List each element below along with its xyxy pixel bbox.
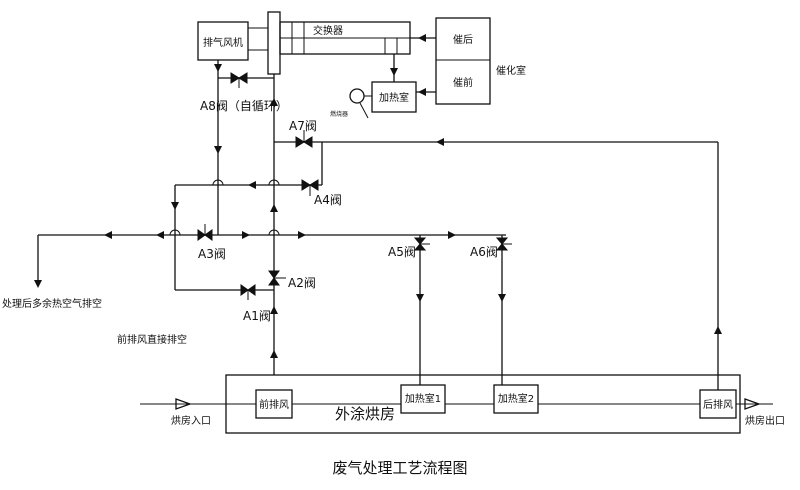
arrow-down-a6 [498,294,506,302]
cat-before-label: 催前 [453,76,473,89]
arrow-down-left-frame [171,202,179,210]
arrow-up-riser-1 [270,98,278,106]
arrow-up-front-exhaust [270,350,278,358]
arrow-up-riser-3 [270,306,278,314]
arrow-down-a5 [416,294,424,302]
oven-box [225,374,741,434]
heater1-box [400,384,446,414]
catalytic-chamber-box [435,17,491,105]
heater-room-box [371,81,417,113]
arrow-down-fan [214,64,222,72]
heater2-label: 加热室2 [498,392,534,405]
rear-exhaust-label: 后排风 [703,398,733,411]
a1-valve-icon-b[interactable] [247,284,256,296]
a6-valve-icon[interactable] [495,237,509,245]
arrow-right-main-2 [298,231,306,239]
a2-valve-icon-b[interactable] [268,277,280,286]
rear-exhaust-box [699,389,737,419]
arrow-into-heater-room [418,88,426,96]
front-exhaust-box [255,389,293,419]
oven-inlet-label: 烘房入口 [171,414,211,427]
heater2-box [493,384,539,414]
arrow-left-a4 [248,181,256,189]
burner-label: 燃烧器 [330,110,348,118]
arrow-into-exchanger [418,34,426,42]
a5-valve-icon[interactable] [413,237,427,245]
a5-valve-icon-b[interactable] [413,243,427,251]
arrow-up-rear-exhaust [714,326,722,334]
arrow-down-residual [34,280,42,288]
arrow-left-main-2 [156,231,164,239]
arrow-down-fan-2 [214,146,222,154]
a8-valve-icon-b[interactable] [238,72,248,84]
a2-label: A2阀 [288,276,316,290]
oven-inlet-arrow [175,398,192,410]
arrow-up-riser-2 [270,204,278,212]
arrow-right-main-1 [242,231,250,239]
a3-valve-icon-b[interactable] [204,229,213,241]
a1-label: A1阀 [243,309,271,323]
exchanger-label: 交换器 [313,24,343,37]
exhaust-fan-box [197,21,249,61]
diagram-title: 废气处理工艺流程图 [332,459,467,477]
arrow-into-heater [390,68,398,76]
heater-room-label: 加热室 [379,91,409,104]
oven-label: 外涂烘房 [335,405,395,423]
burner-icon [349,88,372,119]
a3-label: A3阀 [198,247,226,261]
heater1-label: 加热室1 [405,392,441,405]
oven-outlet-label: 烘房出口 [745,414,785,427]
exhaust-fan-label: 排气风机 [203,36,243,49]
oven-outlet-arrow [744,398,761,410]
a1-valve-icon[interactable] [240,284,249,296]
a4-valve-icon-b[interactable] [309,179,319,191]
a7-valve-icon[interactable] [295,136,305,148]
a5-label: A5阀 [388,245,416,259]
arrow-right-main-3 [448,231,456,239]
arrow-left-main-1 [104,231,112,239]
residual-exhaust-note: 处理后多余热空气排空 [2,297,102,310]
exchanger [248,11,411,75]
a7-label: A7阀 [289,119,317,133]
a2-valve-icon[interactable] [268,270,280,279]
a4-valve-icon[interactable] [301,179,311,191]
cat-chamber-label: 催化室 [496,64,526,77]
a8-valve-icon[interactable] [230,72,240,84]
a4-label: A4阀 [314,193,342,207]
arrow-left-a7 [436,138,444,146]
a8-label: A8阀（自循环） [200,99,288,113]
a3-valve-icon[interactable] [197,229,206,241]
a7-valve-icon-b[interactable] [303,136,313,148]
a6-valve-icon-b[interactable] [495,243,509,251]
front-direct-note: 前排风直接排空 [117,333,187,346]
front-exhaust-label: 前排风 [259,398,289,411]
a6-label: A6阀 [470,245,498,259]
cat-after-label: 催后 [453,33,473,46]
